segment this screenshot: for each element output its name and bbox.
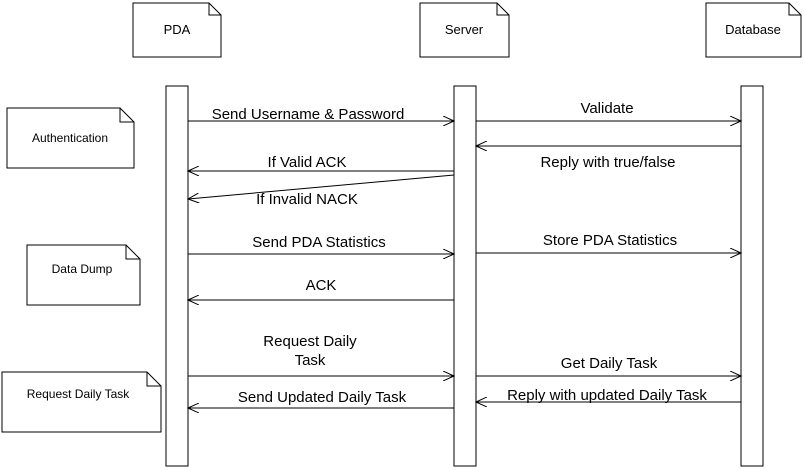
message-label-validate: Validate (580, 100, 633, 117)
note-label-authentication: Authentication (32, 131, 108, 145)
participant-database: Database (705, 2, 802, 58)
message-label-request-daily-task-line1: Request Daily (263, 333, 357, 350)
message-label-send-updated-daily-task: Send Updated Daily Task (238, 389, 407, 406)
participant-label-database: Database (725, 22, 781, 37)
activation-bar-pda (165, 85, 189, 467)
message-label-reply-updated-daily-task: Reply with updated Daily Task (507, 387, 707, 404)
message-label-send-username-password: Send Username & Password (212, 106, 405, 123)
message-label-if-invalid-nack: If Invalid NACK (256, 191, 358, 208)
activation-bar-database (740, 85, 764, 467)
message-label-if-valid-ack: If Valid ACK (268, 154, 347, 171)
note-data-dump: Data Dump (26, 244, 141, 306)
message-label-reply-true-false: Reply with true/false (540, 154, 675, 171)
participant-label-pda: PDA (164, 22, 191, 37)
message-arrow-if-invalid-nack (188, 174, 455, 199)
activation-bar-server (453, 85, 477, 467)
note-request-daily-task: Request Daily Task (1, 371, 162, 433)
message-label-store-pda-statistics: Store PDA Statistics (543, 232, 677, 249)
note-authentication: Authentication (6, 107, 135, 169)
participant-server: Server (419, 2, 510, 58)
note-label-data-dump: Data Dump (52, 262, 113, 276)
message-label-ack: ACK (306, 277, 337, 294)
participant-pda: PDA (132, 2, 222, 58)
message-label-send-pda-statistics: Send PDA Statistics (252, 234, 385, 251)
message-label-get-daily-task: Get Daily Task (561, 355, 658, 372)
note-label-request-daily-task: Request Daily Task (27, 387, 130, 401)
participant-label-server: Server (445, 22, 484, 37)
message-label-request-daily-task-line2: Task (295, 352, 326, 369)
